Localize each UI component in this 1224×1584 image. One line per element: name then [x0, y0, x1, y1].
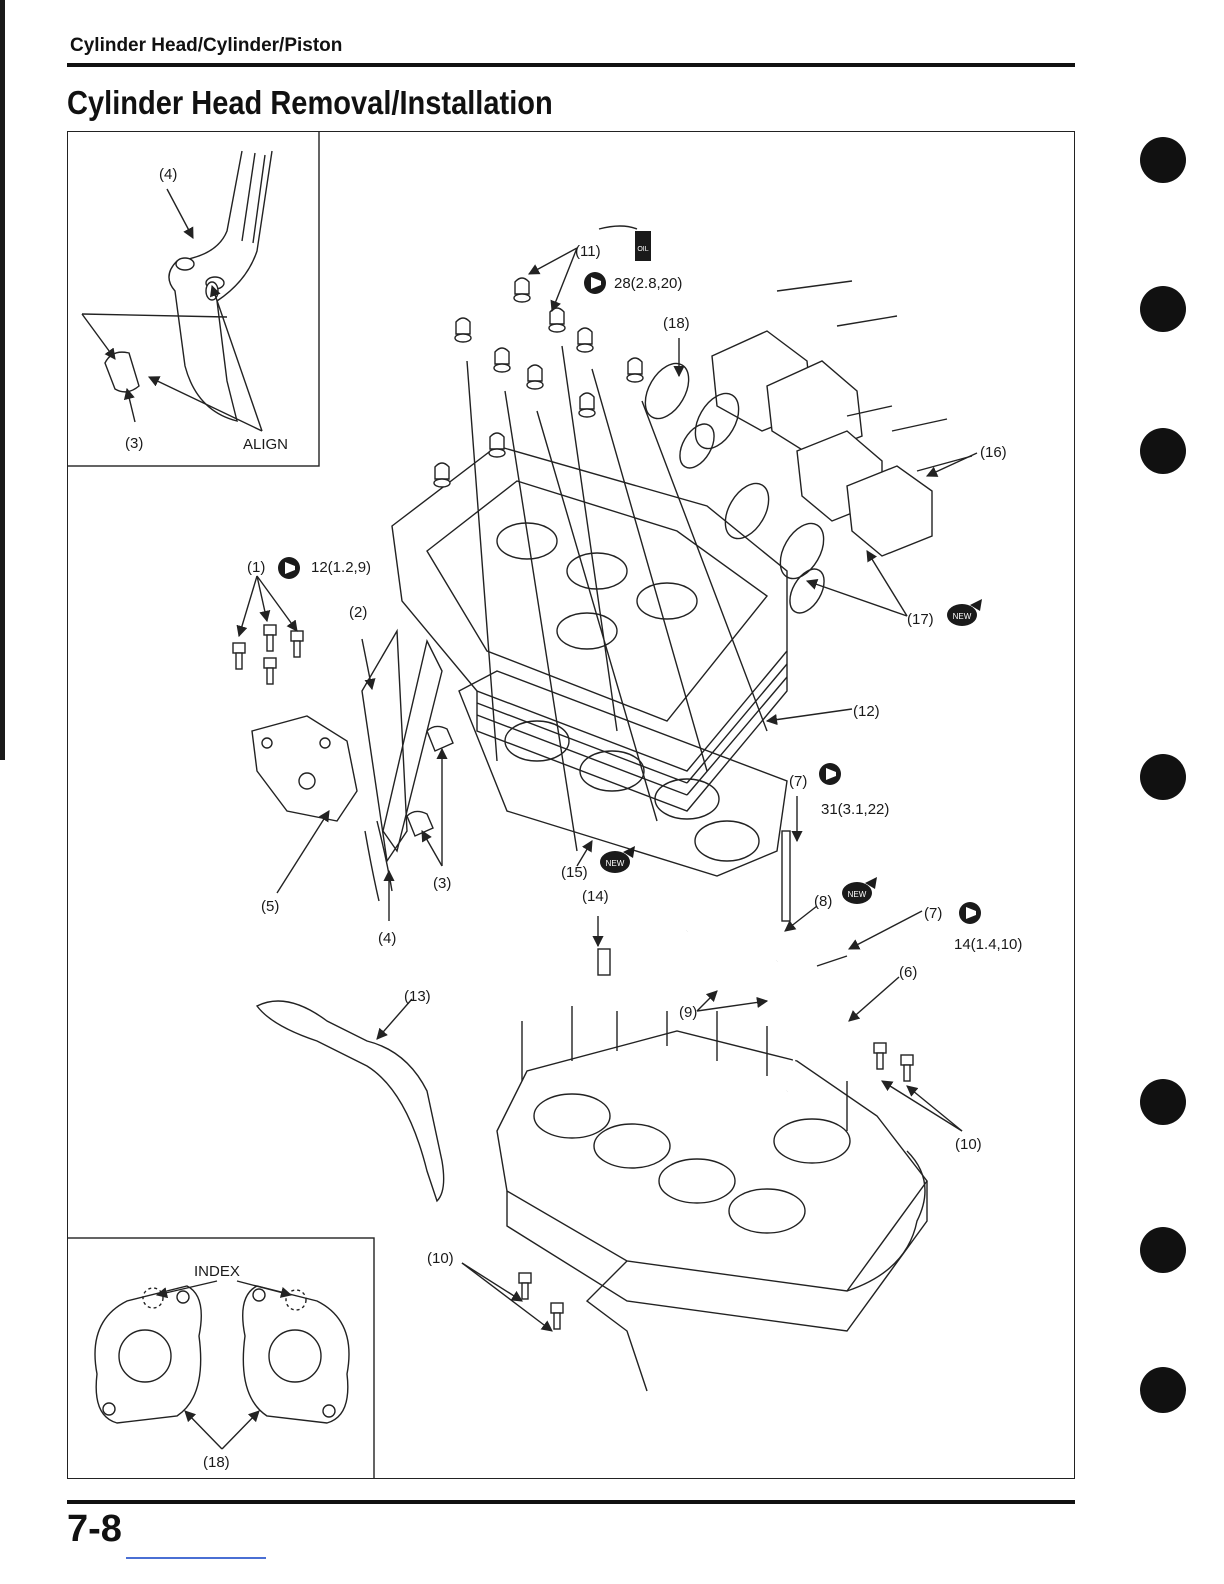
callout-18: (18) — [663, 315, 690, 332]
torque-wrench-icon — [278, 557, 300, 579]
inset-bottom-left: INDEX (18) — [67, 1238, 374, 1479]
dowel-pin — [598, 949, 610, 975]
callout-18-inset: (18) — [203, 1454, 230, 1471]
new-part-icon: NEW — [947, 599, 982, 626]
callout-11: (11) — [575, 243, 601, 260]
torque-spec-7a: 31(3.1,22) — [821, 801, 889, 818]
section-tab-dot — [1140, 1227, 1186, 1273]
section-tab-dot — [1140, 286, 1186, 332]
oil-can-icon: OIL — [599, 226, 651, 261]
new-part-icon: NEW — [842, 877, 877, 904]
callout-13: (13) — [404, 988, 431, 1005]
torque-wrench-icon — [959, 902, 981, 924]
svg-text:NEW: NEW — [848, 890, 867, 899]
torque-spec-11: 28(2.8,20) — [614, 275, 682, 292]
chain-guide — [365, 821, 392, 901]
callout-4-inset: (4) — [159, 166, 177, 183]
index-label: INDEX — [194, 1263, 240, 1280]
callout-8: (8) — [814, 893, 832, 910]
align-label: ALIGN — [243, 436, 288, 453]
callout-3: (3) — [433, 875, 451, 892]
callout-10b: (10) — [427, 1250, 454, 1267]
callout-9: (9) — [679, 1004, 697, 1021]
section-tab-dot — [1140, 1367, 1186, 1413]
torque-wrench-icon — [584, 272, 606, 294]
page-number: 7-8 — [67, 1508, 122, 1551]
intake-manifolds — [712, 281, 972, 556]
gasket-left — [95, 1286, 201, 1423]
page-scan-edge — [0, 0, 5, 760]
callout-15: (15) — [561, 864, 588, 881]
exploded-diagram: (4) (3) ALIGN INDEX (18) — [67, 131, 1075, 1479]
oil-badge-text: OIL — [637, 246, 648, 253]
callout-7b: (7) — [924, 905, 942, 922]
section-tab-dot — [1140, 137, 1186, 183]
callout-2: (2) — [349, 604, 367, 621]
callout-6: (6) — [899, 964, 917, 981]
callout-3-inset: (3) — [125, 435, 143, 452]
gasket-right — [243, 1286, 349, 1423]
header-rule — [67, 63, 1075, 67]
cylinder-block — [497, 1006, 927, 1391]
footer-rule — [67, 1500, 1075, 1504]
callout-10a: (10) — [955, 1136, 982, 1153]
page-title: Cylinder Head Removal/Installation — [67, 84, 553, 122]
section-tab-dot — [1140, 428, 1186, 474]
callout-5: (5) — [261, 898, 279, 915]
dowel-pin-sketch — [105, 352, 139, 392]
cap-nuts — [434, 278, 643, 487]
svg-text:NEW: NEW — [606, 859, 625, 868]
callout-14: (14) — [582, 888, 609, 905]
torque-spec-1: 12(1.2,9) — [311, 559, 371, 576]
inset-top-left: (4) (3) ALIGN — [67, 131, 319, 466]
callout-1: (1) — [247, 559, 265, 576]
cam-chain-guide — [257, 1001, 444, 1201]
torque-wrench-icon — [819, 763, 841, 785]
callout-17: (17) — [907, 611, 934, 628]
section-tab-dot — [1140, 1079, 1186, 1125]
tensioner-bolts — [233, 625, 303, 684]
section-tab-dot — [1140, 754, 1186, 800]
new-part-icon: NEW — [600, 846, 635, 873]
callout-12: (12) — [853, 703, 880, 720]
svg-text:NEW: NEW — [953, 612, 972, 621]
scan-artifact-line — [126, 1557, 266, 1559]
guide-rail-sketch — [169, 151, 272, 421]
torque-spec-7b: 14(1.4,10) — [954, 936, 1022, 953]
callout-7a: (7) — [789, 773, 807, 790]
callout-16: (16) — [980, 444, 1007, 461]
callout-4: (4) — [378, 930, 396, 947]
inset-top-left-frame — [67, 131, 319, 466]
section-header: Cylinder Head/Cylinder/Piston — [70, 35, 342, 57]
